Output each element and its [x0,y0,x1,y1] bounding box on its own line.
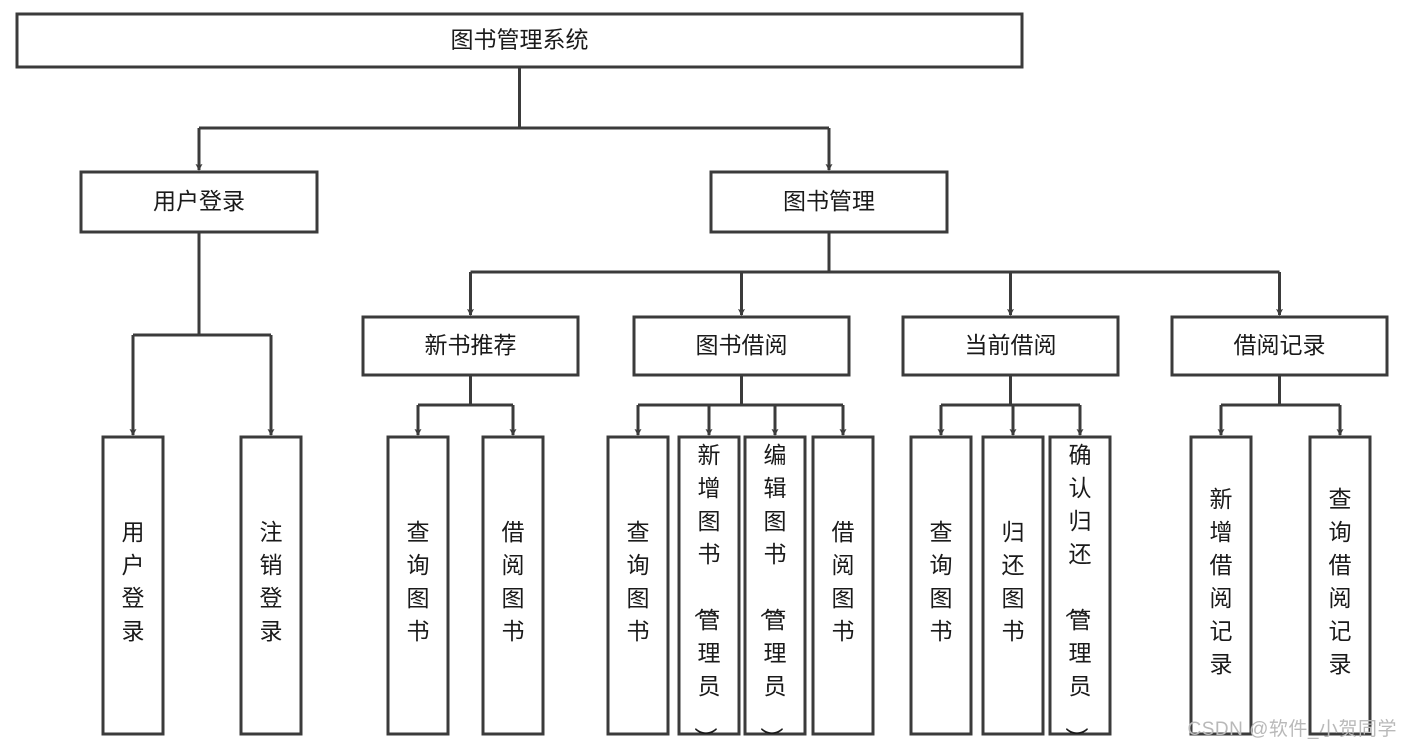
level3-box [632,315,851,377]
leaf-box [481,435,545,736]
leaf-box [386,435,450,736]
connector-layer [129,67,1344,436]
level2-box [79,170,319,234]
leaf-node[interactable]: 注销登录 [239,435,303,736]
leaf-label: 查询借阅记录 [1329,486,1352,677]
level2-box [709,170,949,234]
level3-node[interactable]: 当前借阅 [901,315,1120,377]
leaf-box [1308,435,1372,736]
level2-node[interactable]: 用户登录 [79,170,319,234]
leaf-label: 新增图书（管理员） [693,442,721,747]
leaf-label: 借阅图书 [502,519,525,644]
level3-node[interactable]: 新书推荐 [361,315,580,377]
root-label: 图书管理系统 [451,27,589,53]
leaf-label: 用户登录 [122,519,145,644]
level3-node[interactable]: 图书借阅 [632,315,851,377]
leaf-node[interactable]: 编辑图书（管理员） [743,435,807,747]
leaf-node[interactable]: 新增图书（管理员） [677,435,741,747]
leaf-box [239,435,303,736]
leaf-label: 编辑图书（管理员） [759,442,787,747]
root-node[interactable]: 图书管理系统 [15,12,1024,69]
level3-label: 当前借阅 [965,332,1057,358]
leaf-box [677,435,741,736]
leaf-node[interactable]: 新增借阅记录 [1189,435,1253,736]
leaf-box [1189,435,1253,736]
level2-label: 图书管理 [783,188,875,214]
leaf-label: 借阅图书 [832,519,855,644]
leaf-node[interactable]: 归还图书 [981,435,1045,736]
level3-label: 图书借阅 [696,332,788,358]
level3-box [901,315,1120,377]
leaf-box [606,435,670,736]
node-layer: 图书管理系统用户登录图书管理新书推荐图书借阅当前借阅借阅记录用户登录注销登录查询… [15,12,1389,747]
leaf-box [743,435,807,736]
level3-box [361,315,580,377]
root-box [15,12,1024,69]
leaf-label: 查询图书 [407,519,430,644]
leaf-label: 归还图书 [1002,519,1025,644]
level3-label: 借阅记录 [1234,332,1326,358]
leaf-box [811,435,875,736]
leaf-node[interactable]: 确认归还（管理员） [1048,435,1112,747]
leaf-label: 查询图书 [930,519,953,644]
leaf-label: 确认归还（管理员） [1064,442,1092,747]
level2-label: 用户登录 [153,188,245,214]
leaf-box [1048,435,1112,736]
leaf-node[interactable]: 借阅图书 [811,435,875,736]
level3-label: 新书推荐 [425,332,517,358]
leaf-box [909,435,973,736]
leaf-node[interactable]: 查询借阅记录 [1308,435,1372,736]
level2-node[interactable]: 图书管理 [709,170,949,234]
leaf-node[interactable]: 查询图书 [909,435,973,736]
csdn-watermark: CSDN @软件_小贺同学 [1187,719,1397,740]
leaf-box [981,435,1045,736]
leaf-label: 注销登录 [260,519,283,644]
leaf-box [101,435,165,736]
leaf-node[interactable]: 查询图书 [386,435,450,736]
leaf-label: 新增借阅记录 [1210,486,1233,677]
level3-node[interactable]: 借阅记录 [1170,315,1389,377]
leaf-node[interactable]: 用户登录 [101,435,165,736]
leaf-label: 查询图书 [627,519,650,644]
level3-box [1170,315,1389,377]
leaf-node[interactable]: 查询图书 [606,435,670,736]
leaf-node[interactable]: 借阅图书 [481,435,545,736]
